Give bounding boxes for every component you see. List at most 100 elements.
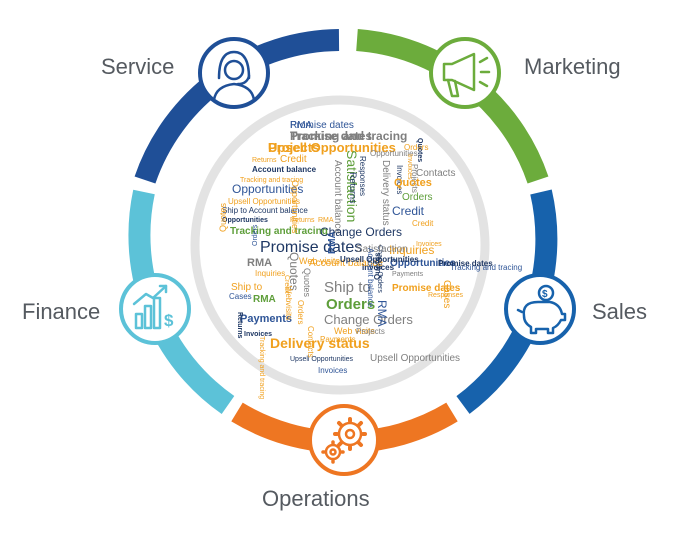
word-cloud-term: Projects <box>268 140 319 155</box>
piggy-bank-icon: $ <box>516 284 567 335</box>
word-cloud-term: Inquiries <box>255 269 285 278</box>
word-cloud-term: Invoices <box>406 154 413 180</box>
word-cloud-term: Payments <box>392 271 424 278</box>
word-cloud-term: Satisfaction <box>356 244 408 255</box>
svg-text:$: $ <box>164 311 174 330</box>
word-cloud-term: RMA <box>375 300 389 327</box>
word-cloud-term: Tracking and tracing <box>450 263 522 272</box>
word-cloud-term: Opportunities <box>232 182 303 196</box>
word-cloud-term: Account balance <box>332 160 343 234</box>
word-cloud-term: RMA <box>327 231 338 254</box>
word-cloud-term: Responses <box>358 156 367 196</box>
word-cloud-term: RMA <box>247 257 272 269</box>
word-cloud-term: Promise dates <box>392 283 461 294</box>
finance-badge: $ <box>119 273 191 345</box>
word-cloud-ring <box>190 95 490 395</box>
word-cloud-term: Account balance <box>252 165 317 174</box>
word-cloud-term: Projects <box>410 164 419 193</box>
word-cloud-term: Opportunities <box>222 217 268 224</box>
word-cloud-term: Credit <box>412 219 434 228</box>
word-cloud-term: Invoices <box>416 241 442 248</box>
word-cloud-term: Web visits <box>299 256 340 266</box>
word-cloud-term: Quotes <box>416 138 423 162</box>
word-cloud-term: Satisfaction <box>344 150 360 222</box>
word-cloud-term: Contacts <box>416 168 455 179</box>
service-label: Service <box>101 54 175 79</box>
word-cloud-term: Inquiries <box>389 243 434 257</box>
gears-icon <box>321 417 367 464</box>
operations-badge <box>308 404 380 476</box>
word-cloud-term: Credit <box>280 154 307 165</box>
word-cloud-term: Payments <box>320 335 356 344</box>
sales-label: Sales <box>592 299 648 324</box>
word-cloud-term: Upsell Opportunities <box>290 356 354 363</box>
word-cloud-term: Cases <box>229 292 252 301</box>
word-cloud-term: Change Orders <box>320 225 402 239</box>
word-cloud-term: Orders <box>402 192 433 203</box>
word-cloud-term: Delivery status <box>270 335 370 351</box>
word-cloud-term: Upsell Opportunities <box>228 197 300 206</box>
marketing-badge <box>429 37 501 109</box>
word-cloud-term: Responses <box>428 292 464 299</box>
word-cloud-term: Quotes <box>218 202 228 232</box>
word-cloud-term: Promise dates <box>290 129 372 143</box>
word-cloud-term: Orders <box>252 224 259 246</box>
growth-chart-dollar-icon: $ <box>132 284 174 330</box>
word-cloud-term: Change Orders <box>376 245 383 293</box>
word-cloud-term: Contacts <box>306 326 315 358</box>
word-cloud-term: Orders <box>326 296 375 313</box>
word-cloud-term: Invoices <box>318 366 347 375</box>
word-cloud-term: Upsell Opportunities <box>340 255 419 264</box>
service-badge <box>198 37 270 109</box>
word-cloud-term: Promise dates <box>260 239 362 256</box>
svg-text:$: $ <box>542 289 548 300</box>
word-cloud-term: Opportunities <box>390 258 456 269</box>
word-cloud-term: Delivery status <box>380 160 391 226</box>
word-cloud-term: Opportunities <box>370 149 418 158</box>
word-cloud-term: Orders <box>404 143 428 152</box>
sales-badge: $ <box>504 273 576 345</box>
word-cloud-term: Tracking and tracing <box>240 177 303 184</box>
word-cloud-term: Orders <box>296 300 305 324</box>
word-cloud-term: Quotes <box>394 177 432 189</box>
word-cloud-term: Webvisits <box>284 286 293 320</box>
word-cloud-term: Returns <box>252 157 277 164</box>
word-cloud-term: Invoices <box>244 331 272 338</box>
word-cloud-term: Web visits <box>334 326 375 336</box>
word-cloud-term: Account balance <box>366 248 375 308</box>
word-cloud-term: Projects <box>356 327 385 336</box>
word-cloud-term: Quotes <box>287 252 301 291</box>
word-cloud-term: Returns <box>348 172 358 204</box>
word-cloud-term: Tracking and tracing <box>258 336 265 399</box>
word-cloud-term: Change Orders <box>324 312 413 327</box>
marketing-label: Marketing <box>524 54 621 79</box>
word-cloud-term: Tracking and tracing <box>230 226 328 237</box>
word-cloud-term: Opportunities <box>290 180 300 234</box>
word-cloud-term: Quotes <box>302 268 312 298</box>
operations-label: Operations <box>262 486 370 511</box>
word-cloud-term: Ship to Account balance <box>222 206 308 215</box>
finance-label: Finance <box>22 299 101 324</box>
headset-agent-icon <box>212 50 256 102</box>
word-cloud-term: RMA <box>290 120 313 131</box>
word-cloud-term: Payments <box>240 313 292 325</box>
word-cloud-term: Credit <box>283 275 290 294</box>
word-cloud-term: Upsell Opportunities <box>268 140 396 155</box>
word-cloud-term: Ship to <box>324 279 371 296</box>
word-cloud-term: Quotes <box>373 252 382 280</box>
word-cloud-term: Credit <box>392 204 425 218</box>
word-cloud-term: Upsell Opportunities <box>370 353 460 364</box>
word-cloud-term: Account balance <box>309 258 383 269</box>
megaphone-icon <box>442 52 491 98</box>
word-cloud-term: Promise dates <box>438 259 493 268</box>
word-cloud-term: Cases <box>441 280 452 308</box>
word-cloud-term: RMA <box>253 294 276 305</box>
word-cloud-term: Returns <box>236 312 243 339</box>
word-cloud-term: Invoices <box>395 165 404 194</box>
word-cloud-term: Ship to <box>231 282 263 293</box>
word-cloud-term: Returns <box>290 217 315 224</box>
word-cloud-term: RMA <box>318 217 334 224</box>
